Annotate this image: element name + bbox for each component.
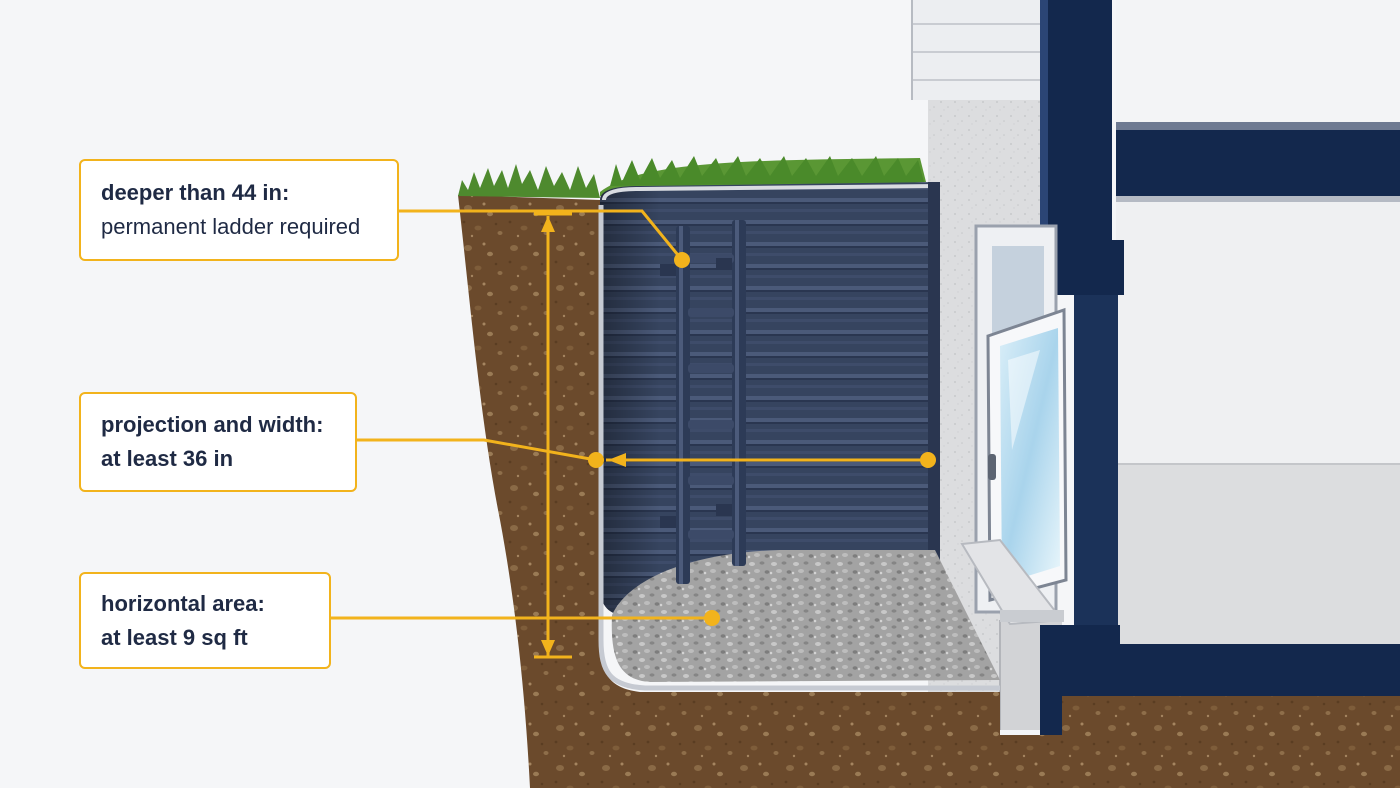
soil (458, 195, 1400, 788)
house-siding (911, 0, 1052, 100)
callout-area-title: horizontal area: (101, 590, 265, 616)
egress-window (960, 224, 1068, 626)
callout-leaders (331, 209, 936, 626)
permanent-ladder (660, 220, 746, 584)
callout-projection-title: projection and width: (101, 412, 324, 437)
callout-projection-detail: at least 36 in (101, 446, 234, 471)
callout-depth-title: deeper than 44 in: (101, 180, 290, 205)
basement-interior (1116, 0, 1400, 644)
gravel-floor (611, 550, 1000, 682)
structural-frame (1040, 0, 1400, 747)
callout-depth: deeper than 44 in: permanent ladder requ… (79, 159, 399, 261)
callout-depth-detail: permanent ladder required (101, 214, 361, 239)
dimension-lines (534, 212, 928, 659)
callout-area-detail: at least 9 sq ft (101, 624, 248, 650)
callout-projection: projection and width: at least 36 in (79, 392, 357, 492)
callout-area: horizontal area: at least 9 sq ft (79, 572, 331, 669)
